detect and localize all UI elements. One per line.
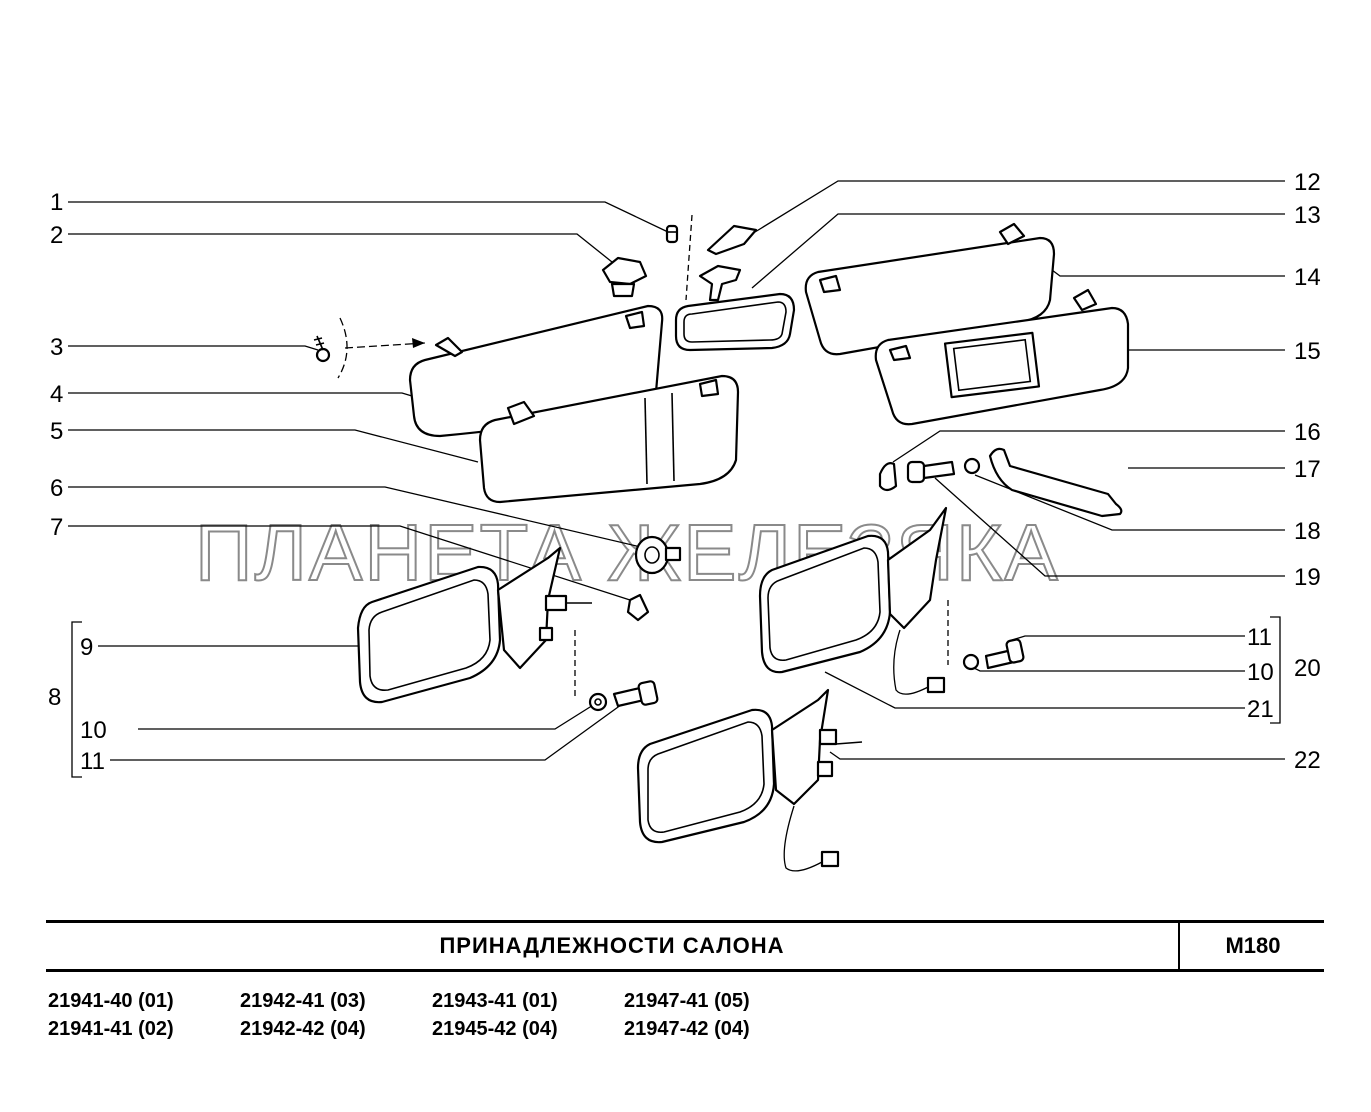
cap-part bbox=[634, 535, 682, 575]
callout-13: 13 bbox=[1294, 202, 1321, 229]
callout-11-left: 11 bbox=[80, 748, 105, 775]
callout-labels: 1 2 3 4 5 6 7 8 9 10 11 12 13 14 15 16 1… bbox=[48, 169, 1321, 775]
cover-part bbox=[706, 224, 758, 256]
plug-part bbox=[878, 462, 898, 492]
callout-22: 22 bbox=[1294, 747, 1321, 774]
model-item: 21941-41 (02) bbox=[48, 1018, 174, 1040]
washer-right-part bbox=[962, 653, 980, 671]
bolt-part bbox=[906, 460, 956, 484]
callout-21: 21 bbox=[1247, 696, 1274, 723]
model-list: 21941-40 (01) 21942-41 (03) 21943-41 (01… bbox=[48, 990, 808, 1050]
bolt-right-part bbox=[984, 638, 1025, 670]
callout-5: 5 bbox=[50, 418, 63, 445]
screw-small-part bbox=[665, 224, 679, 244]
clip-part bbox=[601, 256, 648, 298]
callout-18: 18 bbox=[1294, 518, 1321, 545]
callout-1: 1 bbox=[50, 189, 63, 216]
callout-12: 12 bbox=[1294, 169, 1321, 196]
sun-visor-left-assy-part bbox=[478, 374, 740, 504]
title-block: ПРИНАДЛЕЖНОСТИ САЛОНА M180 bbox=[46, 920, 1324, 972]
model-item: 21943-41 (01) bbox=[432, 990, 558, 1012]
model-item: 21947-42 (04) bbox=[624, 1018, 750, 1040]
callout-3: 3 bbox=[50, 334, 63, 361]
model-item: 21942-42 (04) bbox=[240, 1018, 366, 1040]
callout-6: 6 bbox=[50, 475, 63, 502]
callout-20: 20 bbox=[1294, 655, 1321, 682]
callout-16: 16 bbox=[1294, 419, 1321, 446]
clip-spring-part bbox=[626, 593, 650, 622]
screw-part bbox=[313, 335, 331, 363]
callout-14: 14 bbox=[1294, 264, 1321, 291]
mirror-right-heated-part bbox=[636, 688, 863, 872]
sun-visor-right-mirror-part bbox=[874, 288, 1130, 426]
model-item: 21947-41 (05) bbox=[624, 990, 750, 1012]
model-item: 21945-42 (04) bbox=[432, 1018, 558, 1040]
model-item: 21941-40 (01) bbox=[48, 990, 174, 1012]
handle-part bbox=[988, 447, 1123, 518]
callout-4: 4 bbox=[50, 381, 63, 408]
callout-9: 9 bbox=[80, 634, 93, 661]
page-title: ПРИНАДЛЕЖНОСТИ САЛОНА bbox=[439, 933, 785, 958]
callout-15: 15 bbox=[1294, 338, 1321, 365]
callout-2: 2 bbox=[50, 222, 63, 249]
callout-10-left: 10 bbox=[80, 717, 107, 744]
parts-diagram: ПЛАНЕТА ЖЕЛЕЗЯКА bbox=[48, 169, 1321, 872]
callout-7: 7 bbox=[50, 514, 63, 541]
callout-11-right: 11 bbox=[1247, 624, 1272, 651]
callout-17: 17 bbox=[1294, 456, 1321, 483]
bolt-left-part bbox=[612, 680, 659, 708]
page-code: M180 bbox=[1178, 923, 1326, 969]
callout-19: 19 bbox=[1294, 564, 1321, 591]
mirror-right-part bbox=[758, 506, 948, 695]
callout-10-right: 10 bbox=[1247, 659, 1274, 686]
washer-left-part bbox=[588, 692, 608, 712]
washer-part bbox=[963, 457, 981, 475]
model-item: 21942-41 (03) bbox=[240, 990, 366, 1012]
mirror-left-part bbox=[356, 546, 592, 704]
inner-mirror-part bbox=[674, 264, 796, 352]
callout-8: 8 bbox=[48, 684, 61, 711]
